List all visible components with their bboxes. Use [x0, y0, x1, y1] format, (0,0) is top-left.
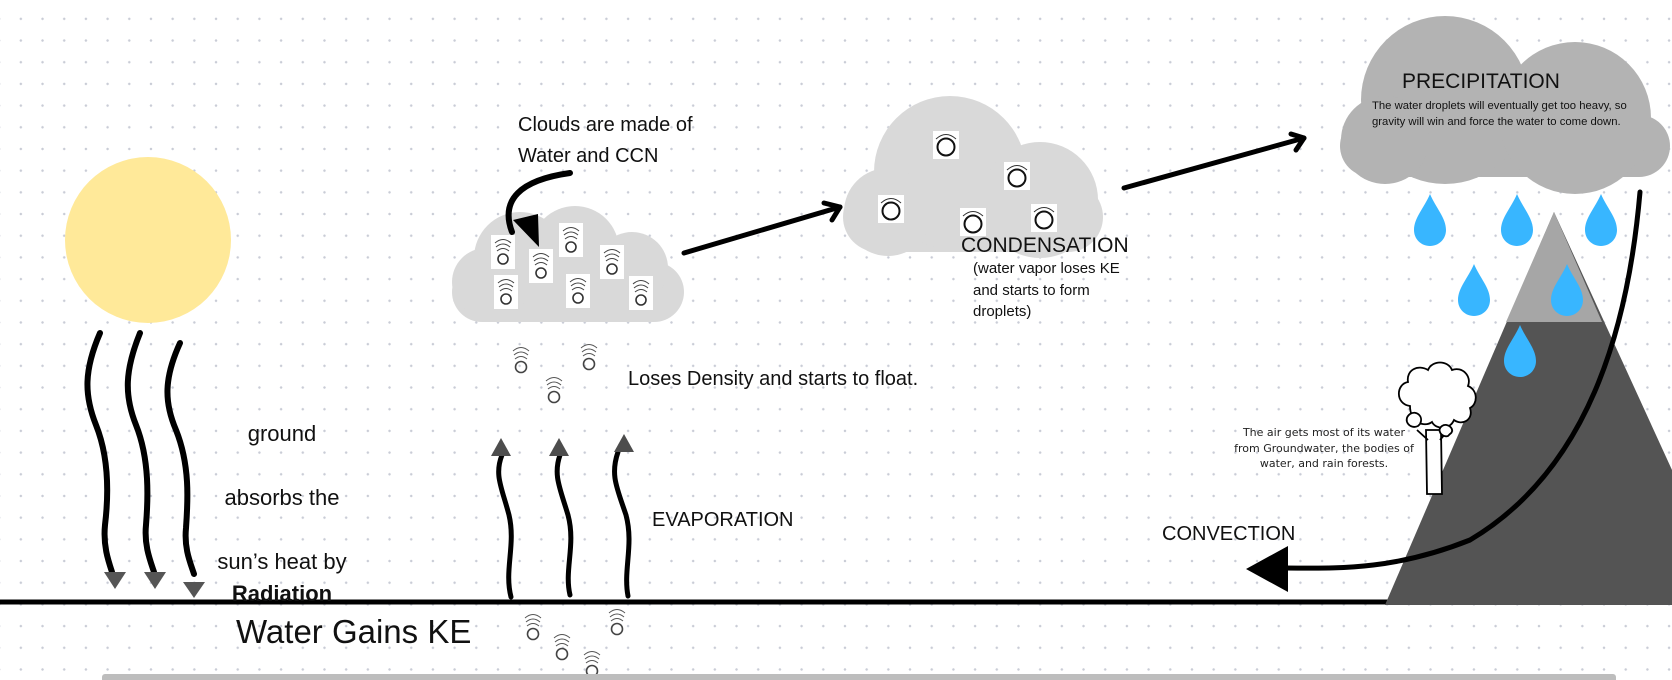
water-gains-ke-label: Water Gains KE: [236, 613, 472, 650]
tree-icon: [1397, 361, 1477, 495]
water-vapor-icon: [565, 273, 591, 309]
canvas-bottom-edge: [102, 674, 1616, 680]
water-vapor-icon: [524, 613, 542, 641]
condensation-description: (water vapor loses KE and starts to form…: [973, 260, 1120, 320]
loses-density-label: Loses Density and starts to float.: [628, 368, 919, 390]
radiation-line-1: ground: [247, 421, 317, 446]
sun-icon: [65, 157, 231, 323]
precipitation-cloud: [1340, 16, 1670, 194]
radiation-wave-3: [164, 340, 197, 577]
radiation-arrows: [84, 330, 197, 577]
raindrop-icon: [1414, 194, 1446, 246]
radiation-wave-1: [84, 330, 115, 575]
water-vapor-icon: [628, 275, 654, 311]
water-vapor-icon: [558, 222, 584, 258]
evaporation-wave-2: [554, 452, 574, 598]
precipitation-description: The water droplets will eventually get t…: [1372, 100, 1627, 128]
radiation-arrowhead-1: [104, 572, 126, 589]
water-vapor-icon: [599, 244, 625, 280]
arrow-to-condensation: [681, 200, 843, 256]
water-vapor-icon: [553, 633, 571, 661]
radiation-description: ground absorbs the sun’s heat by Radiati…: [200, 386, 364, 642]
ccn-pointer-arrowhead: [513, 214, 539, 247]
evaporation-arrowhead-3: [614, 434, 634, 452]
convection-label: CONVECTION: [1162, 523, 1296, 545]
water-vapor-icon: [512, 346, 530, 374]
water-vapor-icon: [490, 234, 516, 270]
water-droplet-icon: [959, 207, 987, 237]
radiation-wave-2: [124, 330, 157, 575]
water-droplet-icon: [1030, 203, 1058, 233]
condensation-title: CONDENSATION: [961, 234, 1129, 257]
radiation-arrowhead-3: [183, 582, 205, 598]
radiation-arrowhead-2: [144, 572, 166, 589]
radiation-line-2: absorbs the: [224, 485, 340, 510]
evaporation-wave-1: [496, 452, 514, 600]
arrow-to-precipitation: [1121, 131, 1307, 191]
water-vapor-icon: [528, 248, 554, 284]
water-vapor-icon: [608, 608, 626, 636]
evaporation-label: EVAPORATION: [652, 509, 794, 531]
water-vapor-icon: [583, 650, 601, 678]
raindrop-icon: [1585, 194, 1617, 246]
convection-arrow: [1281, 189, 1643, 571]
water-droplet-icon: [877, 194, 905, 224]
raindrop-icon: [1501, 194, 1533, 246]
raindrop-icon: [1458, 264, 1490, 316]
radiation-term: Radiation: [231, 581, 333, 606]
water-droplet-icon: [932, 130, 960, 160]
water-vapor-icon: [580, 343, 598, 371]
precipitation-title: PRECIPITATION: [1402, 70, 1560, 93]
water-droplet-icon: [1003, 161, 1031, 191]
water-vapor-icon: [545, 376, 563, 404]
water-vapor-icon: [493, 274, 519, 310]
evaporation-arrowhead-1: [491, 438, 511, 456]
radiation-line-3: sun’s heat by: [217, 549, 347, 574]
air-water-source-note: The air gets most of its water from Grou…: [1234, 426, 1414, 470]
ccn-label: Clouds are made of Water and CCN: [518, 114, 693, 167]
evaporation-arrows: [496, 449, 632, 600]
convection-arrowhead: [1246, 546, 1288, 592]
evaporation-wave-3: [612, 449, 632, 599]
ccn-pointer-arrow: [505, 170, 573, 235]
evaporation-arrowhead-2: [549, 438, 569, 456]
